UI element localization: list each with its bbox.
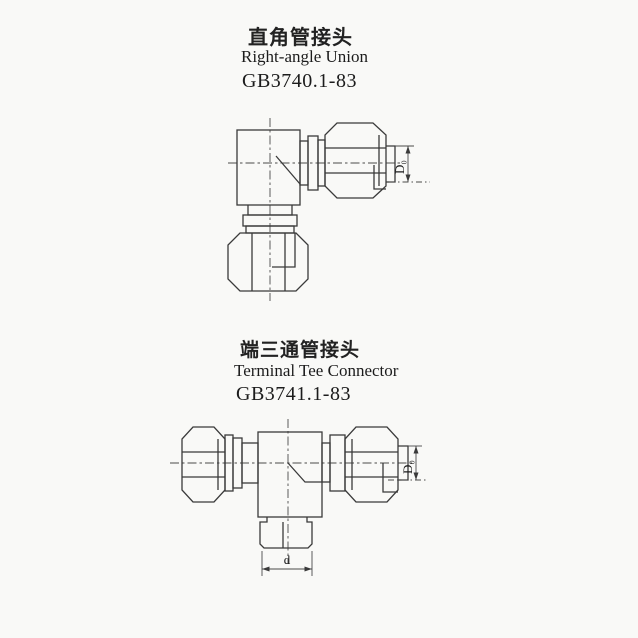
section2-standard-number: GB3741.1-83 xyxy=(236,383,351,405)
dimension-d0-label: D₀ xyxy=(392,160,407,174)
arrow-down-icon xyxy=(413,472,419,480)
arrow-up-icon xyxy=(405,146,411,154)
section2-title-en: Terminal Tee Connector xyxy=(234,361,399,380)
arrow-right-icon xyxy=(304,566,312,572)
arrow-left-icon xyxy=(262,566,270,572)
bottom-hex-nut xyxy=(227,232,309,292)
bottom-threaded-port xyxy=(259,517,313,549)
terminal-tee-connector-drawing: D₀ d xyxy=(170,419,427,576)
right-angle-union-drawing: D₀ xyxy=(227,118,430,301)
left-hex-nut xyxy=(181,426,226,503)
section1-standard-number: GB3740.1-83 xyxy=(242,70,357,92)
bottom-ferrule-assembly xyxy=(242,205,298,234)
section1-title-en: Right-angle Union xyxy=(241,47,369,66)
arrow-up-icon xyxy=(413,446,419,454)
centerlines xyxy=(170,419,412,564)
elbow-body xyxy=(236,129,301,206)
dimension-d0: D₀ xyxy=(389,145,430,183)
section1-title-zh: 直角管接头 xyxy=(248,27,353,49)
dimension-d: d xyxy=(261,551,313,576)
dimension-d0: D₀ xyxy=(388,445,427,481)
arrow-down-icon xyxy=(405,174,411,182)
centerlines xyxy=(228,118,403,301)
dimension-d0-label: D₀ xyxy=(400,460,415,474)
right-hex-nut xyxy=(344,426,399,503)
right-hex-nut xyxy=(324,122,387,199)
tee-body xyxy=(257,431,323,518)
dimension-d-label: d xyxy=(284,552,291,567)
section2-title-zh: 端三通管接头 xyxy=(240,340,361,361)
